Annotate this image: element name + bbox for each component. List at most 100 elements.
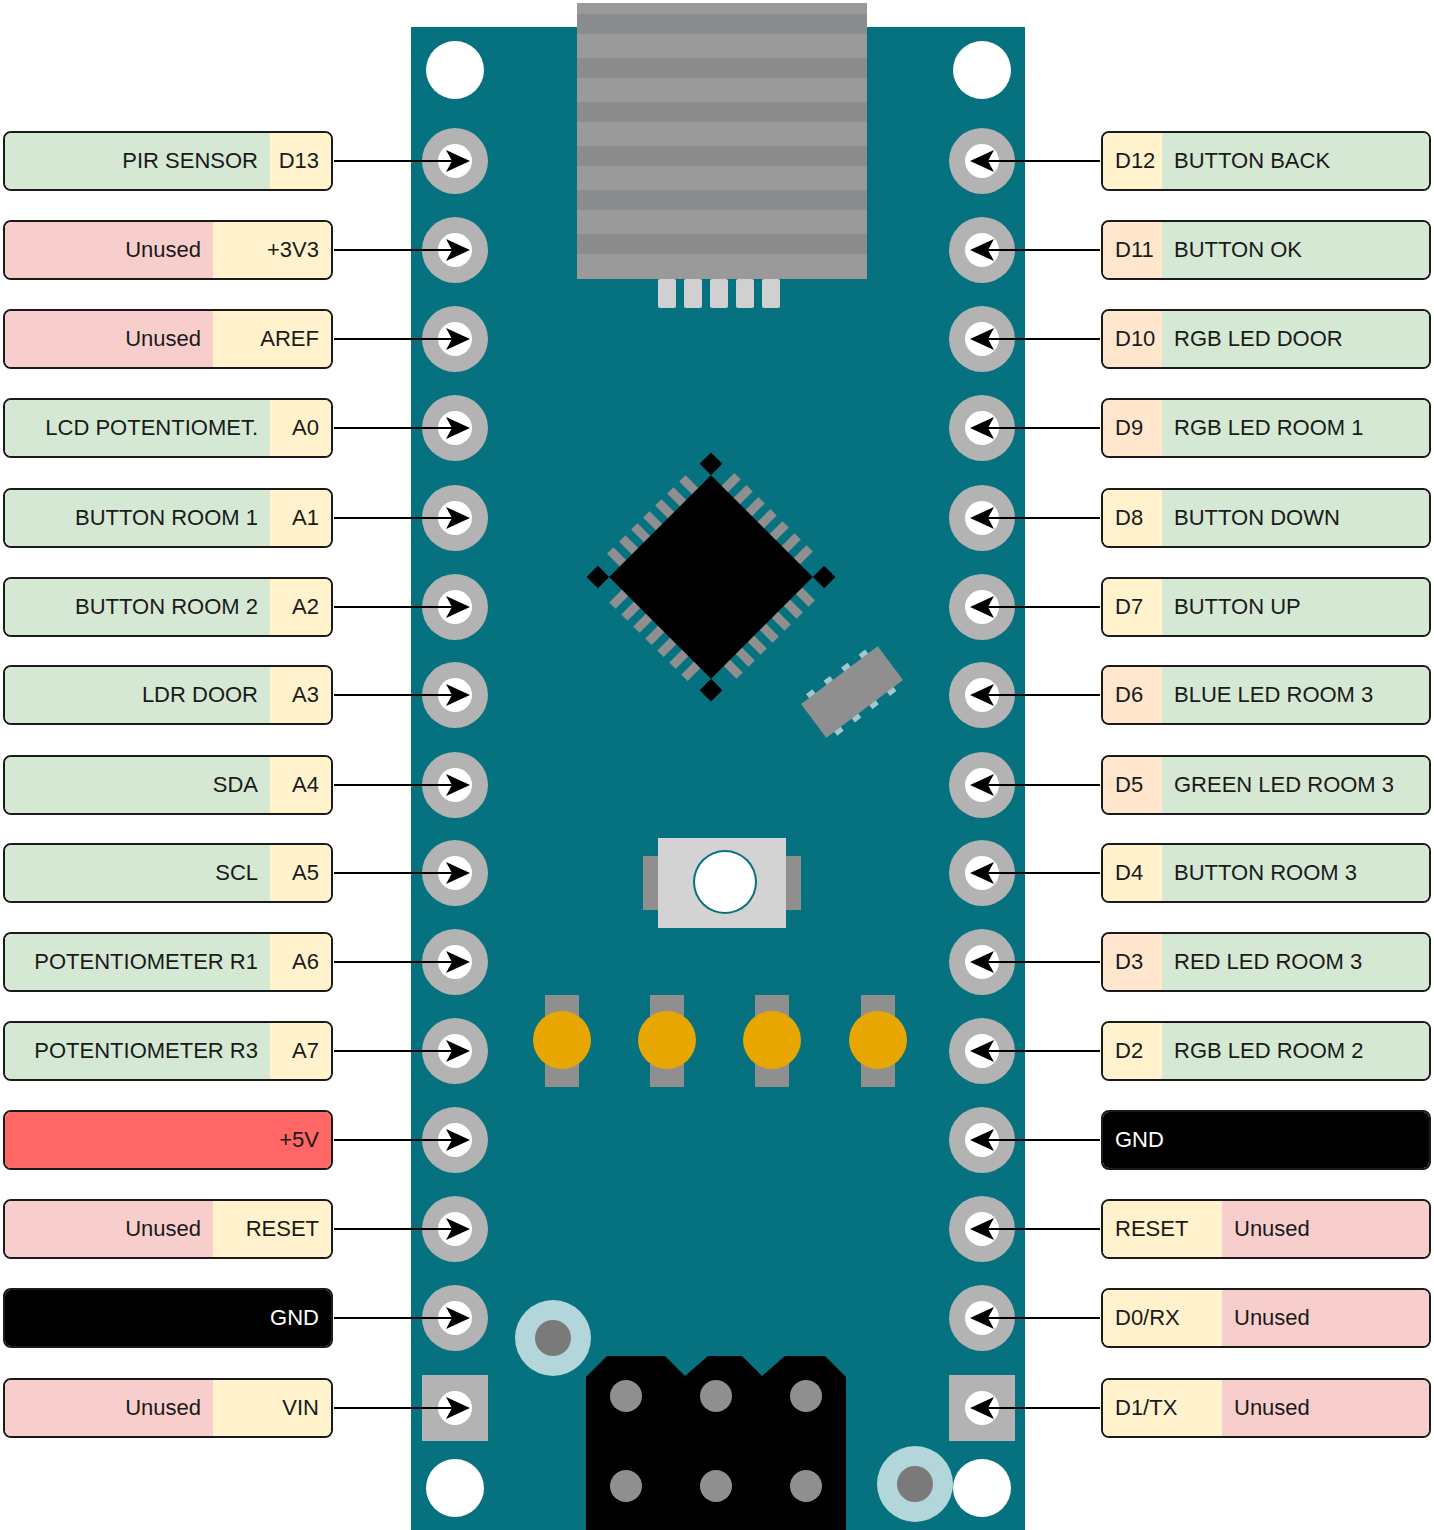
leader-arrowhead (446, 1218, 470, 1240)
pin-label-box: POTENTIOMETER R3A7 (3, 1021, 333, 1081)
pin-label-box: D0/RXUnused (1101, 1288, 1431, 1348)
pin-label-box: D3RED LED ROOM 3 (1101, 932, 1431, 992)
pin-function-label: GREEN LED ROOM 3 (1162, 757, 1429, 813)
pin-name-label: RESET (1103, 1201, 1222, 1257)
leader-arrowhead (970, 150, 994, 172)
pin-function-label: Unused (1222, 1290, 1429, 1346)
pin-label-box: BUTTON ROOM 1A1 (3, 488, 333, 548)
pin-label-box: D11BUTTON OK (1101, 220, 1431, 280)
chip-corner (700, 679, 723, 702)
pin-name-label: D2 (1103, 1023, 1162, 1079)
led (533, 1011, 591, 1069)
pin-name-label: D9 (1103, 400, 1162, 456)
leader-line (334, 338, 455, 340)
usb-pin (710, 279, 728, 308)
icsp-pin (610, 1380, 642, 1412)
pin-name-label: D7 (1103, 579, 1162, 635)
pin-name-label: D8 (1103, 490, 1162, 546)
usb-pin (762, 279, 780, 308)
mounting-hole (426, 1459, 484, 1517)
usb-stripe (577, 190, 867, 210)
mounting-hole (953, 1459, 1011, 1517)
usb-stripe (577, 102, 867, 122)
pin-function-label: LCD POTENTIOMET. (5, 400, 270, 456)
pin-name-label: D11 (1103, 222, 1162, 278)
pin-label-box: Unused+3V3 (3, 220, 333, 280)
usb-stripe (577, 234, 867, 254)
pin-label-box: D5GREEN LED ROOM 3 (1101, 755, 1431, 815)
icsp-header (586, 1356, 846, 1530)
pin-function-label: BUTTON DOWN (1162, 490, 1429, 546)
pin-function-label: RGB LED ROOM 2 (1162, 1023, 1429, 1079)
leader-line (985, 961, 1100, 963)
usb-pin (658, 279, 676, 308)
pin-function-label: BUTTON ROOM 2 (5, 579, 270, 635)
pin-function-label: Unused (1222, 1380, 1429, 1436)
pin-function-label: Unused (5, 311, 213, 367)
icsp-pin (700, 1380, 732, 1412)
pin-label-box: D4BUTTON ROOM 3 (1101, 843, 1431, 903)
button-body (658, 838, 786, 928)
via-hole (897, 1466, 933, 1502)
led (638, 1011, 696, 1069)
leader-line (334, 694, 455, 696)
leader-line (985, 427, 1100, 429)
icsp-pin (700, 1470, 732, 1502)
leader-arrowhead (970, 1040, 994, 1062)
leader-arrowhead (446, 1040, 470, 1062)
leader-line (334, 1228, 455, 1230)
icsp-pin (610, 1470, 642, 1502)
pin-function-label: BUTTON ROOM 3 (1162, 845, 1429, 901)
leader-line (985, 1139, 1100, 1141)
chip-corner (813, 566, 836, 589)
pin-function-label: RED LED ROOM 3 (1162, 934, 1429, 990)
chip-body (609, 475, 813, 679)
leader-line (985, 338, 1100, 340)
leader-arrowhead (970, 684, 994, 706)
leader-arrowhead (970, 774, 994, 796)
leader-arrowhead (970, 328, 994, 350)
pin-function-label: BUTTON BACK (1162, 133, 1429, 189)
pin-function-label: POTENTIOMETER R1 (5, 934, 270, 990)
leader-line (334, 249, 455, 251)
usb-stripe (577, 146, 867, 166)
pin-function-label: BLUE LED ROOM 3 (1162, 667, 1429, 723)
small-component (798, 642, 906, 741)
usb-stripe (577, 14, 867, 34)
button-cap (693, 850, 757, 914)
pin-name-label: VIN (213, 1380, 331, 1436)
leader-line (334, 517, 455, 519)
icsp-pin (790, 1470, 822, 1502)
leader-arrowhead (446, 951, 470, 973)
leader-arrowhead (446, 1129, 470, 1151)
pin-function-label: SDA (5, 757, 270, 813)
pin-function-label: BUTTON OK (1162, 222, 1429, 278)
button-cap-inner (695, 852, 755, 912)
pin-label-box: LDR DOORA3 (3, 665, 333, 725)
leader-arrowhead (446, 507, 470, 529)
leader-line (985, 1050, 1100, 1052)
pin-function-label: Unused (5, 222, 213, 278)
pin-function-label: SCL (5, 845, 270, 901)
leader-line (985, 1407, 1100, 1409)
pin-name-label: D4 (1103, 845, 1162, 901)
pin-label-box: GND (1101, 1110, 1431, 1170)
leader-line (985, 1317, 1100, 1319)
pin-function-label: BUTTON ROOM 1 (5, 490, 270, 546)
leader-arrowhead (446, 417, 470, 439)
leader-line (334, 1317, 455, 1319)
leader-line (985, 784, 1100, 786)
pin-function-label: BUTTON UP (1162, 579, 1429, 635)
usb-pin (684, 279, 702, 308)
pin-name-label: GND (1103, 1112, 1429, 1168)
leader-line (334, 1139, 455, 1141)
pin-label-box: D10RGB LED DOOR (1101, 309, 1431, 369)
microcontroller-chip (584, 450, 839, 705)
pin-label-box: LCD POTENTIOMET.A0 (3, 398, 333, 458)
via-hole (535, 1320, 571, 1356)
leader-arrowhead (970, 1307, 994, 1329)
leader-arrowhead (970, 1397, 994, 1419)
leader-line (334, 160, 455, 162)
pin-function-label: RGB LED ROOM 1 (1162, 400, 1429, 456)
pin-name-label: D6 (1103, 667, 1162, 723)
